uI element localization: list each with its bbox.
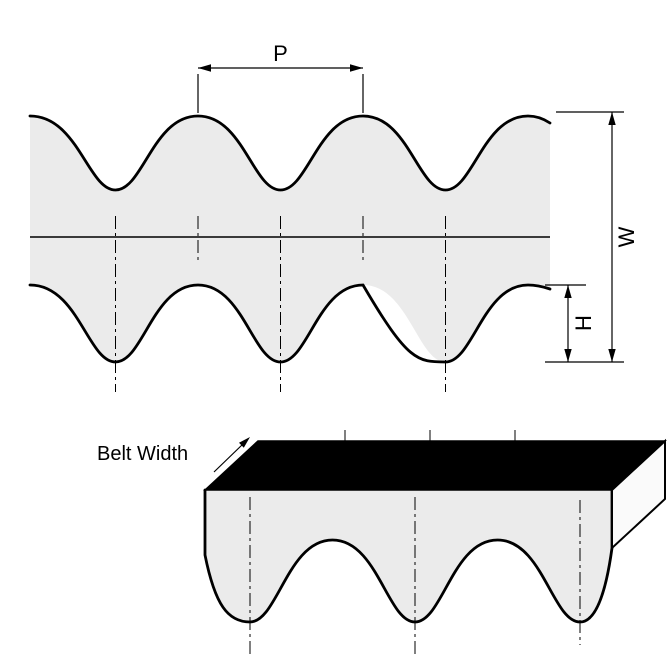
belt-width-arrowhead [239, 437, 250, 448]
pitch-label: P [273, 41, 288, 66]
height-label: H [571, 315, 596, 331]
belt-front-profile [203, 488, 614, 624]
belt-width-leader-line [213, 443, 244, 473]
height-arrow-top [564, 285, 572, 298]
dimension-width: W [545, 111, 639, 363]
height-arrow-bottom [564, 349, 572, 362]
belt-width-annotation: Belt Width [97, 437, 250, 473]
belt-top-surface [203, 440, 667, 491]
width-arrow-bottom [608, 349, 616, 362]
belt-body-upper-fill [30, 116, 550, 237]
width-label: W [614, 226, 639, 247]
belt-body-lower-fill [30, 237, 550, 362]
dimension-pitch: P [197, 41, 364, 113]
width-arrow-top [608, 112, 616, 125]
belt-width-label: Belt Width [97, 443, 188, 465]
belt-isometric-view: Belt Width [97, 430, 667, 657]
lower-tooth-profile [28, 283, 552, 364]
dimension-height: H [545, 284, 596, 362]
belt-front-face-fill [205, 490, 612, 622]
upper-tooth-profile [28, 114, 552, 192]
pitch-arrow-left [198, 64, 211, 72]
pitch-arrow-right [350, 64, 363, 72]
belt-cross-section [28, 114, 552, 392]
